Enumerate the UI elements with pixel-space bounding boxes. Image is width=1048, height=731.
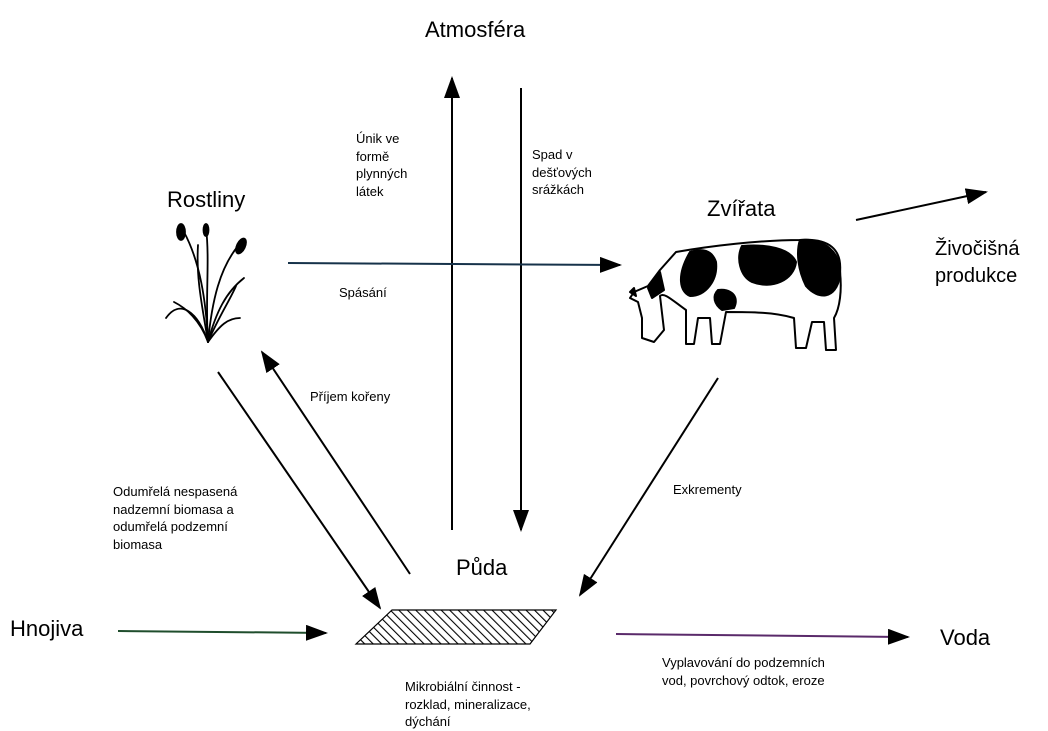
label-microbial: Mikrobiální činnost - rozklad, mineraliz…: [405, 678, 531, 731]
label-leaching: Vyplavování do podzemních vod, povrchový…: [662, 654, 825, 689]
plant-icon: [166, 224, 248, 342]
node-animals: Zvířata: [707, 195, 775, 223]
arrow-root-uptake: [262, 352, 410, 574]
arrow-leaching: [616, 634, 908, 637]
node-water: Voda: [940, 624, 990, 652]
arrow-animal-production: [856, 192, 986, 220]
cow-icon: [630, 240, 841, 350]
node-plants: Rostliny: [167, 186, 245, 214]
node-animal-production: Živočišná produkce: [935, 236, 1019, 290]
soil-hatched-block: [356, 610, 556, 644]
label-dead-biomass: Odumřelá nespasená nadzemní biomasa a od…: [113, 483, 237, 553]
label-root-uptake: Příjem kořeny: [310, 388, 390, 406]
arrow-fertilizers: [118, 631, 326, 633]
label-gas-escape: Únik ve formě plynných látek: [356, 130, 407, 200]
label-grazing: Spásání: [339, 284, 387, 302]
label-rain-deposition: Spad v dešťových srážkách: [532, 146, 592, 199]
label-excrements: Exkrementy: [673, 481, 742, 499]
node-atmosphere: Atmosféra: [425, 16, 525, 44]
arrow-grazing: [288, 263, 620, 265]
node-soil: Půda: [456, 554, 507, 582]
node-fertilizers: Hnojiva: [10, 615, 83, 643]
